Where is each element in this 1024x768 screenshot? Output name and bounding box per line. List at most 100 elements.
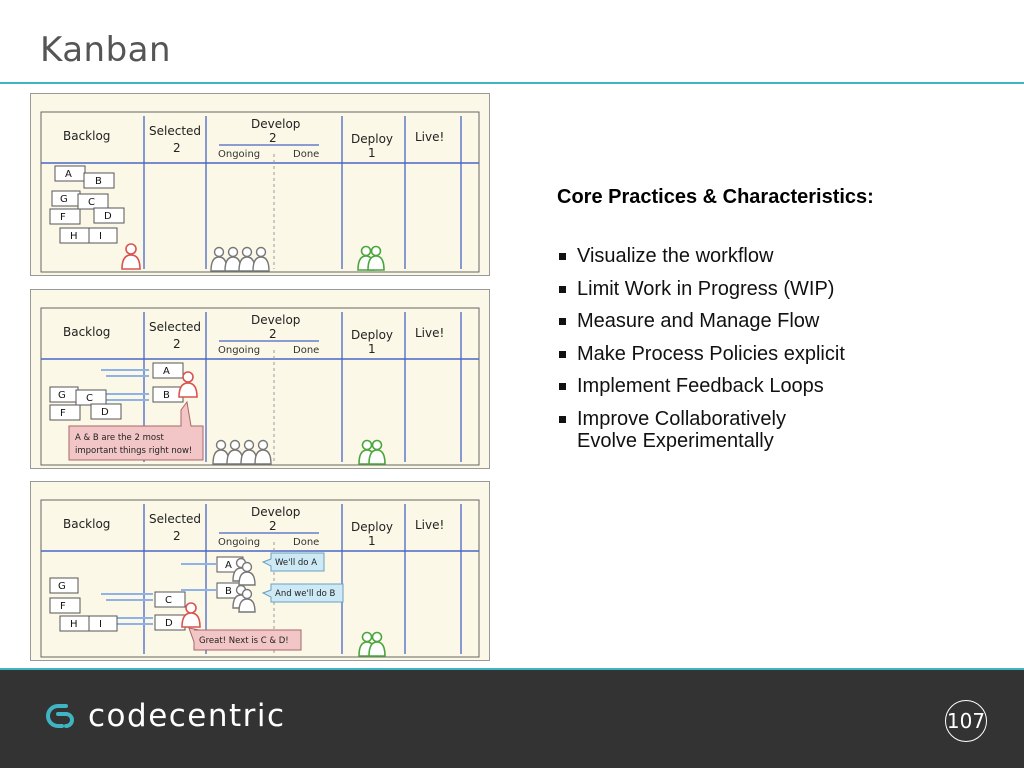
col-deploy: Deploy	[351, 132, 393, 146]
svg-text:A: A	[163, 366, 170, 377]
col-selected: Selected	[149, 512, 201, 526]
col-ongoing: Ongoing	[218, 149, 260, 160]
practice-item: Implement Feedback Loops	[557, 375, 845, 397]
col-live: Live!	[415, 130, 444, 144]
col-selected: Selected	[149, 320, 201, 334]
col-live: Live!	[415, 326, 444, 340]
svg-text:I: I	[99, 619, 102, 630]
svg-text:B: B	[163, 390, 170, 401]
svg-text:H: H	[70, 619, 78, 630]
svg-text:B: B	[95, 176, 102, 187]
kanban-board-1-drawing: Backlog Selected 2 Develop 2 Ongoing Don…	[40, 111, 480, 273]
svg-text:H: H	[70, 231, 78, 242]
practice-item: Make Process Policies explicit	[557, 343, 845, 365]
col-develop-limit: 2	[269, 131, 277, 145]
col-backlog: Backlog	[63, 517, 110, 531]
card-d: D	[154, 614, 186, 631]
svg-text:And we'll do B: And we'll do B	[275, 589, 336, 599]
card-f: F	[49, 208, 81, 225]
card-i: I	[88, 227, 118, 244]
person-group-gray-icon	[212, 439, 272, 465]
move-arrows	[101, 369, 149, 401]
col-done: Done	[293, 537, 319, 548]
svg-text:D: D	[165, 618, 173, 629]
col-selected-limit: 2	[173, 529, 181, 543]
svg-text:C: C	[86, 393, 93, 404]
person-group-gray-icon	[210, 246, 270, 272]
kanban-board-3-drawing: Backlog Selected 2 Develop 2 Ongoing Don…	[40, 499, 480, 658]
svg-text:F: F	[60, 212, 66, 223]
card-a: A	[54, 165, 86, 182]
card-d: D	[90, 403, 122, 420]
speech-bubble-a: We'll do A	[261, 552, 325, 572]
card-f: F	[49, 597, 81, 614]
practice-item: Limit Work in Progress (WIP)	[557, 278, 845, 300]
svg-text:A & B are the 2 most: A & B are the 2 most	[75, 433, 164, 443]
page-number: 107	[945, 700, 987, 742]
svg-text:C: C	[88, 197, 95, 208]
card-c: C	[154, 591, 186, 608]
col-deploy: Deploy	[351, 520, 393, 534]
svg-text:C: C	[165, 595, 172, 606]
svg-text:F: F	[60, 601, 66, 612]
card-f: F	[49, 404, 81, 421]
footer-bar	[0, 670, 1024, 768]
col-backlog: Backlog	[63, 325, 110, 339]
practices-heading: Core Practices & Characteristics:	[557, 186, 874, 208]
card-a: A	[152, 362, 184, 379]
col-ongoing: Ongoing	[218, 345, 260, 356]
card-d: D	[93, 207, 125, 224]
svg-text:F: F	[60, 408, 66, 419]
svg-text:We'll do A: We'll do A	[275, 558, 317, 568]
brand-name: codecentric	[88, 698, 286, 734]
col-develop: Develop	[251, 505, 300, 519]
practice-item: Measure and Manage Flow	[557, 310, 845, 332]
practice-item-continuation: Evolve Experimentally	[577, 429, 774, 452]
col-develop-limit: 2	[269, 519, 277, 533]
kanban-board-2-drawing: Backlog Selected 2 Develop 2 Ongoing Don…	[40, 307, 480, 466]
card-i: I	[88, 615, 118, 632]
svg-text:Great! Next is C & D!: Great! Next is C & D!	[199, 636, 289, 646]
codecentric-logo: codecentric	[44, 698, 286, 734]
practice-item-label: Improve Collaboratively	[577, 407, 786, 430]
card-h: H	[59, 227, 91, 244]
col-deploy-limit: 1	[368, 534, 376, 548]
card-c: C	[75, 389, 107, 406]
speech-bubble-b: And we'll do B	[261, 583, 344, 603]
col-deploy-limit: 1	[368, 146, 376, 160]
person-pair-green-icon	[357, 245, 385, 271]
card-h: H	[59, 615, 91, 632]
person-red-icon	[181, 602, 201, 628]
person-red-icon	[121, 243, 141, 270]
col-selected: Selected	[149, 124, 201, 138]
svg-text:important things right now!: important things right now!	[75, 446, 192, 456]
kanban-board-3: Backlog Selected 2 Develop 2 Ongoing Don…	[30, 481, 490, 661]
footer-rule	[0, 668, 1024, 670]
col-selected-limit: 2	[173, 337, 181, 351]
slide-title: Kanban	[40, 30, 172, 70]
svg-text:B: B	[225, 586, 232, 597]
svg-text:G: G	[58, 390, 66, 401]
svg-text:A: A	[225, 560, 232, 571]
col-backlog: Backlog	[63, 129, 110, 143]
col-develop: Develop	[251, 117, 300, 131]
svg-text:D: D	[101, 407, 109, 418]
kanban-board-2: Backlog Selected 2 Develop 2 Ongoing Don…	[30, 289, 490, 469]
person-gray-icon	[232, 557, 256, 613]
svg-text:G: G	[58, 581, 66, 592]
logo-mark-icon	[46, 704, 74, 728]
svg-text:G: G	[60, 194, 68, 205]
card-g: G	[49, 577, 79, 594]
col-develop-limit: 2	[269, 327, 277, 341]
header-rule	[0, 82, 1024, 84]
col-done: Done	[293, 345, 319, 356]
person-pair-green-icon	[358, 439, 386, 465]
col-develop: Develop	[251, 313, 300, 327]
kanban-board-1: Backlog Selected 2 Develop 2 Ongoing Don…	[30, 93, 490, 276]
col-selected-limit: 2	[173, 141, 181, 155]
person-pair-green-icon	[358, 631, 386, 657]
col-live: Live!	[415, 518, 444, 532]
card-g: G	[49, 386, 79, 403]
col-ongoing: Ongoing	[218, 537, 260, 548]
svg-text:D: D	[104, 211, 112, 222]
